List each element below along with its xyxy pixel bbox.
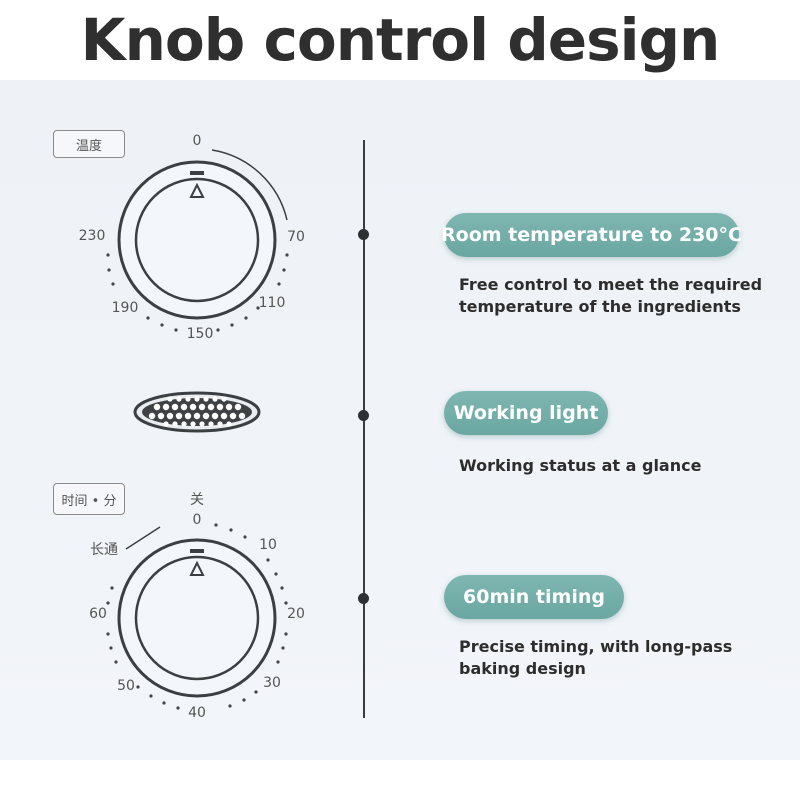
timer-off-label: 关	[190, 492, 204, 508]
temperature-knob[interactable]	[117, 149, 288, 320]
feature-desc-line: baking design	[459, 659, 586, 678]
bottom-strip	[0, 760, 800, 800]
temp-label-0: 0	[192, 133, 202, 149]
honeycomb-light-icon	[148, 396, 246, 427]
timeline-divider	[363, 140, 365, 718]
temp-label-70: 70	[287, 229, 305, 245]
feature-desc-line: Precise timing, with long-pass	[459, 637, 733, 656]
knob-notch	[190, 171, 204, 175]
timeline-dot-3	[358, 593, 369, 604]
timer-scale-dots	[106, 523, 288, 710]
timer-label-60: 60	[89, 606, 107, 622]
working-light	[133, 391, 261, 433]
knob-notch	[190, 549, 204, 553]
timer-label-0: 0	[192, 512, 202, 528]
temp-label-190: 190	[111, 300, 139, 316]
triangle-pointer-icon	[189, 182, 205, 198]
timeline-dot-1	[358, 229, 369, 240]
feature-desc-line: Working status at a glance	[459, 456, 702, 475]
timer-label-50: 50	[117, 678, 135, 694]
temp-label-110: 110	[258, 295, 286, 311]
feature-pill-light: Working light	[444, 391, 608, 435]
timeline-dot-2	[358, 410, 369, 421]
feature-desc-line: temperature of the ingredients	[459, 297, 741, 316]
timer-label-20: 20	[287, 606, 305, 622]
feature-pill-temperature: Room temperature to 230°C	[441, 213, 742, 257]
long-pass-check-icon	[125, 526, 161, 550]
page-title: Knob control design	[80, 6, 721, 74]
feature-desc-timing: Precise timing, with long-pass baking de…	[459, 636, 779, 680]
timer-knob[interactable]	[117, 526, 277, 698]
triangle-pointer-icon	[189, 560, 205, 576]
temp-label-230: 230	[78, 228, 106, 244]
arc-range-indicator	[211, 149, 288, 221]
timer-label-10: 10	[259, 537, 277, 553]
feature-desc-light: Working status at a glance	[459, 455, 779, 477]
feature-desc-temperature: Free control to meet the required temper…	[459, 274, 779, 318]
temp-label-150: 150	[186, 326, 214, 342]
timer-long-pass-label: 长通	[90, 542, 118, 558]
temperature-scale-dots	[106, 253, 289, 332]
timer-label-30: 30	[263, 675, 281, 691]
timer-label-40: 40	[188, 705, 206, 721]
temperature-tag: 温度	[53, 130, 125, 158]
feature-pill-timing: 60min timing	[444, 575, 624, 619]
feature-desc-line: Free control to meet the required	[459, 275, 763, 294]
timer-tag: 时间 • 分	[53, 483, 125, 515]
